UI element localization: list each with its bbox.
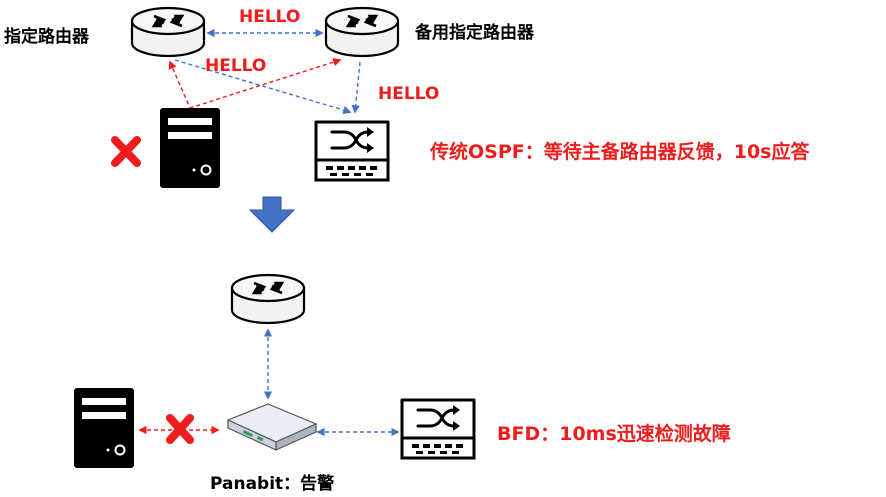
- bdr-router-icon: [324, 6, 400, 58]
- hello-label-middle: HELLO: [205, 56, 267, 76]
- link-bdr-server: [189, 58, 342, 109]
- down-arrow-icon: [248, 196, 296, 233]
- hello-label-top: HELLO: [239, 7, 301, 27]
- switch-icon-bottom: [400, 398, 476, 460]
- server-icon-bottom: [73, 387, 135, 469]
- hello-label-right: HELLO: [378, 84, 440, 104]
- link-dr-server: [168, 60, 191, 109]
- bfd-caption: BFD：10ms迅速检测故障: [497, 423, 731, 445]
- panabit-label: Panabit：告警: [210, 474, 335, 494]
- dr-label: 指定路由器: [4, 27, 89, 47]
- dr-router-icon: [130, 6, 206, 58]
- red-x-icon-bottom: [166, 414, 194, 444]
- switch-icon: [314, 120, 390, 182]
- traditional-ospf-caption: 传统OSPF：等待主备路由器反馈，10s应答: [430, 141, 810, 163]
- server-icon: [159, 107, 221, 189]
- hello-link-bdr-switch: [351, 61, 361, 114]
- bdr-label: 备用指定路由器: [415, 23, 534, 43]
- hello-link-dr-switch: [174, 59, 352, 115]
- panabit-appliance-icon: [226, 403, 318, 451]
- router-icon-bottom: [230, 273, 306, 325]
- red-x-icon: [111, 136, 141, 167]
